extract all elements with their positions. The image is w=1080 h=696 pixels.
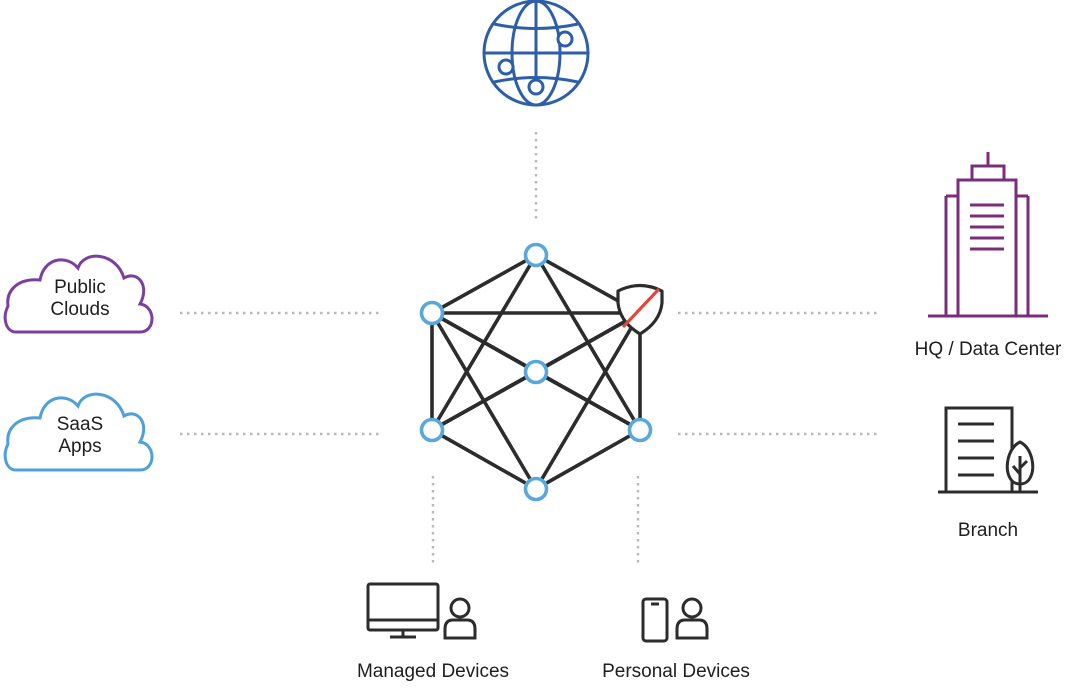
personal-devices-label: Personal Devices bbox=[602, 661, 750, 682]
mesh-node bbox=[419, 417, 445, 443]
mesh-node bbox=[523, 359, 549, 385]
personal-devices: Personal Devices bbox=[602, 597, 750, 682]
mesh-node bbox=[523, 242, 549, 268]
saas-apps-label-line2: Apps bbox=[58, 436, 101, 457]
hq-data-center: HQ / Data Center bbox=[915, 152, 1062, 360]
branch-office-icon bbox=[938, 406, 1038, 494]
globe-icon bbox=[482, 0, 590, 107]
cloud-icon bbox=[3, 254, 154, 334]
phone-user-icon bbox=[641, 597, 709, 643]
building-icon bbox=[928, 152, 1048, 318]
mesh-network bbox=[419, 242, 664, 502]
public-clouds-label-line2: Clouds bbox=[50, 299, 109, 320]
managed-devices: Managed Devices bbox=[357, 582, 509, 682]
monitor-user-icon bbox=[366, 582, 477, 640]
public-clouds-label-line1: Public bbox=[54, 277, 106, 298]
branch: Branch bbox=[938, 406, 1038, 541]
public-clouds: Public Clouds bbox=[3, 254, 154, 334]
hq-label: HQ / Data Center bbox=[915, 339, 1062, 360]
saas-apps: SaaS Apps bbox=[3, 392, 154, 472]
managed-devices-label: Managed Devices bbox=[357, 661, 509, 682]
mesh-node bbox=[523, 476, 549, 502]
saas-apps-label-line1: SaaS bbox=[57, 414, 103, 435]
connectors bbox=[180, 132, 880, 566]
branch-label: Branch bbox=[958, 520, 1018, 541]
cloud-icon bbox=[3, 392, 154, 472]
mesh-node bbox=[627, 417, 653, 443]
shield-icon bbox=[616, 283, 664, 336]
mesh-node bbox=[419, 300, 445, 326]
